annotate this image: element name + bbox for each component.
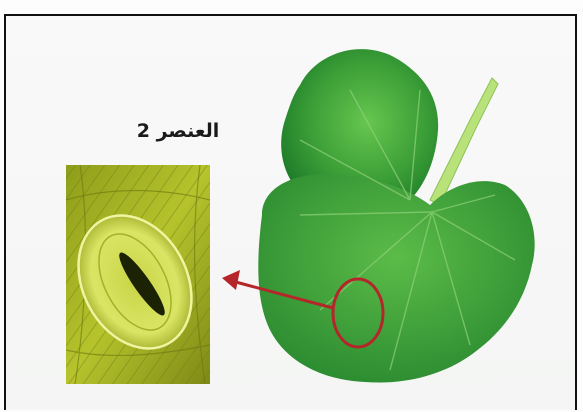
element-label: العنصر 2 xyxy=(118,120,238,142)
main-leaf xyxy=(258,174,534,382)
stoma-micrograph xyxy=(56,165,214,384)
